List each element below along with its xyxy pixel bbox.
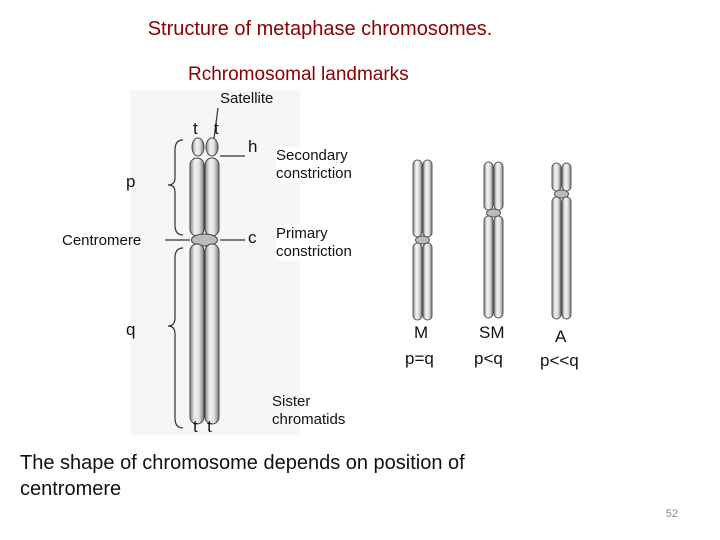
a-p-left — [551, 162, 562, 192]
m-p-right — [422, 159, 433, 238]
m-q-right — [422, 242, 433, 321]
slide-title: Structure of metaphase chromosomes. — [147, 18, 493, 40]
slide-subtitle: Rchromosomal landmarks — [188, 64, 409, 85]
conclusion-text: The shape of chromosome depends on posit… — [20, 452, 465, 500]
m-p-left — [412, 159, 423, 238]
satellite-right — [205, 137, 219, 157]
p-arm-label: p — [126, 172, 136, 191]
type-a-ratio: p<<q — [540, 351, 579, 370]
sm-p-left — [483, 161, 494, 211]
type-m-ratio: p=q — [405, 349, 434, 368]
telomere-label-top-right: t — [214, 119, 219, 138]
sm-q-right — [493, 215, 504, 319]
sm-q-left — [483, 215, 494, 319]
sm-centromere — [486, 208, 501, 218]
type-m-label: M — [414, 323, 429, 342]
primary-constriction-label: Primary constriction — [276, 225, 352, 261]
chromosome-sm — [483, 161, 504, 319]
m-centromere — [415, 235, 430, 245]
chromosome-m — [412, 159, 433, 321]
centromere — [191, 233, 218, 247]
a-q-right — [561, 196, 572, 320]
centromere-label: Centromere — [62, 232, 142, 249]
sister-chromatids-label: Sister chromatids — [272, 393, 346, 428]
m-q-left — [412, 242, 423, 321]
satellite-pointer — [213, 107, 219, 139]
q-arm-right — [204, 243, 220, 425]
main-chromosome — [189, 137, 220, 425]
telomere-label-top-left: t — [193, 119, 198, 138]
c-label: c — [248, 228, 257, 247]
a-q-left — [551, 196, 562, 320]
p-brace — [167, 139, 184, 236]
a-p-right — [561, 162, 572, 192]
telomere-label-bottom: t t — [193, 417, 212, 436]
p-arm-left — [189, 157, 205, 237]
q-brace — [167, 247, 184, 429]
q-arm-left — [189, 243, 205, 425]
sm-p-right — [493, 161, 504, 211]
a-centromere — [554, 189, 569, 199]
p-arm-right — [204, 157, 220, 237]
q-arm-label: q — [126, 320, 136, 339]
satellite-label: Satellite — [220, 90, 274, 107]
secondary-constriction-label: Secondary constriction — [276, 147, 352, 183]
type-a-label: A — [555, 327, 567, 346]
chromosome-a — [551, 162, 572, 320]
page-number: 52 — [665, 508, 678, 520]
h-label: h — [248, 137, 258, 156]
type-sm-label: SM — [479, 323, 505, 342]
type-sm-ratio: p<q — [474, 349, 503, 368]
satellite-left — [191, 137, 205, 157]
